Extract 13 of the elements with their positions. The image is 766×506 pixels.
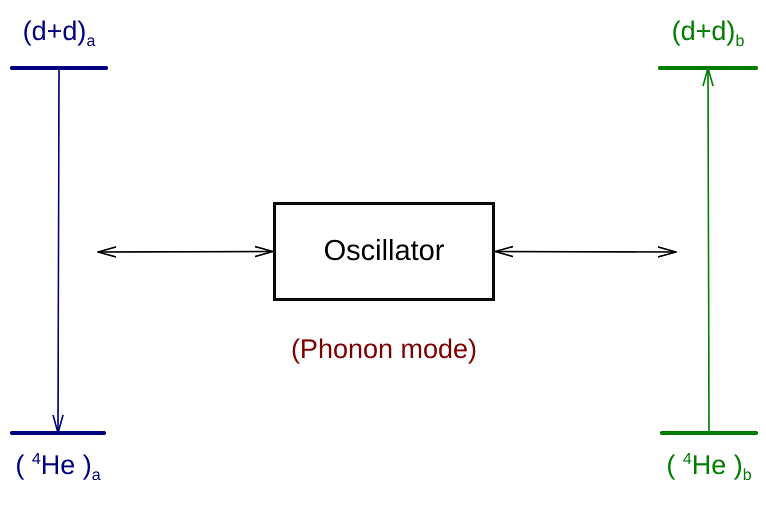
level-label: (d+d)$_{a}$ <box>22 16 96 52</box>
node-caption: (Phonon mode) <box>290 334 478 365</box>
level-label: (d+d)$_{b}$ <box>672 16 744 52</box>
energy-level <box>10 431 106 481</box>
process-box <box>273 202 495 301</box>
level-label: ( $^{4}$He )$_{b}$ <box>666 449 752 481</box>
arrow <box>494 246 677 258</box>
level-label: ( $^{4}$He )$_{a}$ <box>15 449 101 481</box>
arrow <box>52 68 64 434</box>
arrow <box>97 246 274 258</box>
box-label: Oscillator <box>324 235 444 268</box>
energy-level <box>660 431 758 481</box>
arrow <box>702 67 714 433</box>
